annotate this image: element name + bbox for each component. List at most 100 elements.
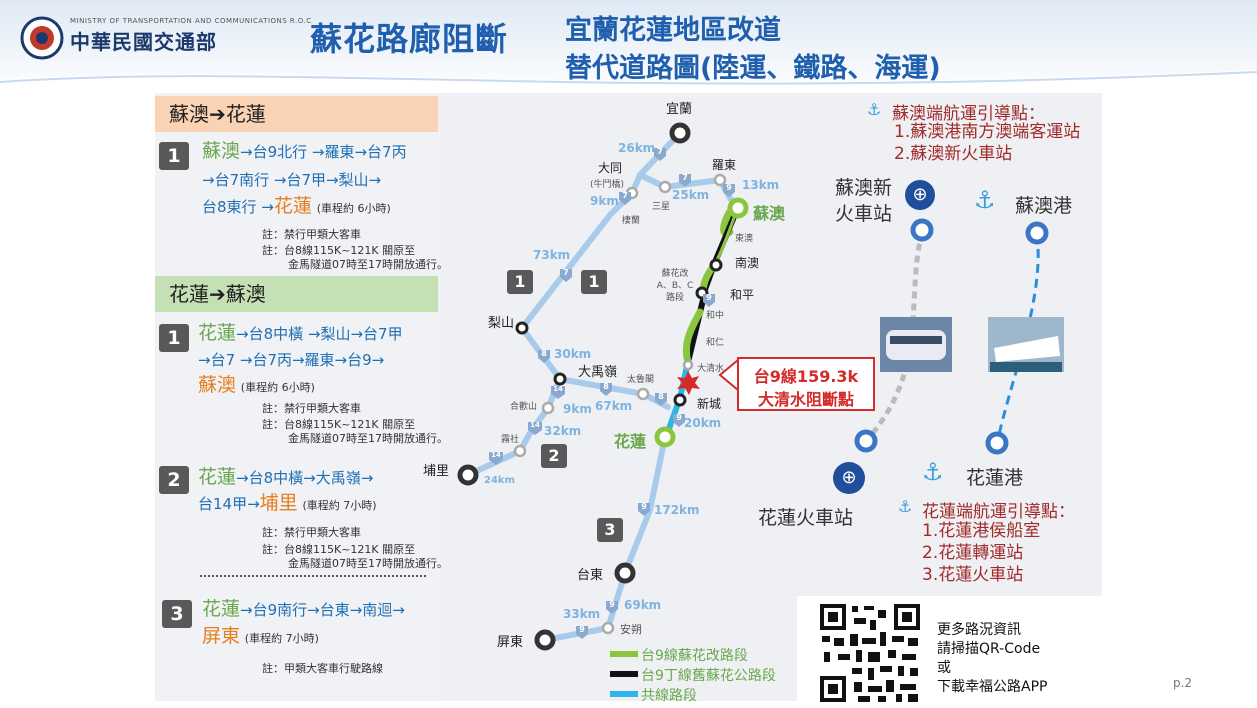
suao-nav-title: 蘇澳端航運引導點：	[892, 104, 1045, 124]
station-datong: 大同	[598, 161, 623, 175]
route-number-badge: 3	[162, 600, 192, 628]
station-heping: 和平	[730, 288, 755, 302]
route-shield-9: 9	[706, 293, 712, 302]
route-shield-7: 7	[682, 173, 688, 182]
route-b1-line2: →台7 →台7丙→羅東→台9→	[198, 351, 385, 369]
hualien-nav-item-1: 1.花蓮港侯船室	[922, 521, 1041, 541]
qr-line3: 或	[937, 660, 951, 676]
station-luodong: 羅東	[712, 158, 737, 172]
route-shield-9: 9	[579, 625, 585, 634]
map-route-label-1: 1	[588, 272, 600, 291]
route-b3-note1: 註：甲類大客車行駛路線	[262, 662, 383, 675]
hualien-station: 花蓮火車站	[758, 507, 854, 529]
station-wushe: 霧社	[501, 435, 520, 445]
hualien-nav-item-2: 2.花蓮轉運站	[922, 543, 1024, 563]
section-header-suao-to-hualien: 蘇澳➔花蓮	[155, 96, 438, 132]
station-hualien: 花蓮	[614, 432, 647, 451]
station-dayuling: 大禹嶺	[578, 365, 618, 380]
distance-label: 13km	[742, 178, 780, 192]
distance-label: 9km	[590, 194, 619, 208]
distance-label: 26km	[618, 141, 656, 155]
map-route-label-3: 3	[604, 520, 616, 539]
route-map	[457, 122, 1064, 697]
route-b3-line1: 花蓮→台9南行→台東→南迴→	[202, 598, 405, 620]
legend-shared-segment: 共線路段	[641, 688, 697, 704]
station-datong-sub: (牛鬥橋)	[590, 180, 625, 190]
railway-logo-icon: ⊕	[905, 180, 935, 210]
map-route-label-1: 1	[514, 272, 526, 291]
route-shield-8: 8	[541, 349, 547, 358]
route-shield-14: 14	[553, 385, 563, 393]
route-shield-7: 7	[657, 147, 663, 156]
route-shield-8: 8	[603, 382, 609, 391]
route-a-note2: 註：台8線115K~121K 關原至	[262, 244, 416, 257]
route-origin: 蘇澳	[202, 140, 241, 162]
page-subtitle-line2: 替代道路圖(陸運、鐵路、海運)	[565, 53, 941, 84]
header-wave-decoration	[0, 70, 1257, 100]
anchor-icon: ⚓	[867, 100, 882, 119]
route-shield-9: 9	[641, 502, 647, 511]
route-a-note3: 金馬隧道07時至17時開放通行。	[288, 258, 448, 271]
route-shield-14: 14	[491, 451, 501, 459]
ministry-logo-icon	[20, 16, 64, 60]
ministry-chinese-name: 中華民國交通部	[70, 30, 217, 54]
suao-nav-item-2: 2.蘇澳新火車站	[894, 144, 1013, 164]
anchor-icon: ⚓	[898, 497, 913, 516]
route-b1-note2: 註：台8線115K~121K 關原至	[262, 418, 416, 431]
route-b2-note3: 金馬隧道07時至17時開放通行。	[288, 557, 448, 570]
station-hezhong: 和中	[706, 311, 725, 321]
distance-label: 32km	[544, 424, 582, 438]
legend-old-suhua: 台9丁線舊蘇花公路段	[641, 668, 776, 684]
distance-label: 30km	[554, 347, 592, 361]
route-shield-7: 7	[563, 268, 569, 277]
distance-label: 172km	[654, 503, 700, 517]
route-shield-14: 14	[530, 421, 540, 429]
station-daqingshui: 大清水	[697, 364, 725, 374]
hualien-port: 花蓮港	[966, 467, 1024, 489]
anchor-icon: ⚓	[974, 186, 996, 214]
station-hehuan: 合歡山	[510, 402, 538, 412]
route-number-badge: 1	[159, 142, 189, 170]
suao-new-station-line1: 蘇澳新	[835, 177, 893, 199]
route-shield-9: 9	[676, 413, 682, 422]
station-dongao: 東澳	[735, 234, 754, 244]
route-a-line3: 台8東行 →花蓮 (車程約 6小時)	[202, 195, 391, 217]
station-pingtung: 屏東	[497, 635, 524, 650]
distance-label: 20km	[684, 416, 722, 430]
qr-line2: 請掃描QR-Code	[937, 641, 1041, 657]
station-taitung: 台東	[577, 568, 604, 583]
legend-suhua-improved: 台9線蘇花改路段	[641, 648, 748, 664]
distance-label: 73km	[533, 248, 571, 262]
railway-logo-icon: ⊕	[833, 462, 865, 494]
page-subtitle-line1: 宜蘭花蓮地區改道	[565, 15, 781, 46]
route-b1-note3: 金馬隧道07時至17時開放通行。	[288, 432, 448, 445]
route-b1-line1: 花蓮→台8中橫 →梨山→台7甲	[198, 322, 403, 344]
route-destination: 花蓮	[273, 195, 312, 217]
route-shield-7: 7	[622, 191, 628, 200]
suao-port: 蘇澳港	[1015, 195, 1073, 217]
route-shield-8: 8	[658, 392, 664, 401]
distance-label: 24km	[484, 475, 515, 486]
route-a-line1: 蘇澳→台9北行 →羅東→台7丙	[202, 140, 407, 162]
route-shield-9: 9	[609, 600, 615, 609]
page-title: 蘇花路廊阻斷	[310, 20, 509, 58]
distance-label: 9km	[563, 402, 592, 416]
route-b1-line3: 蘇澳 (車程約 6小時)	[198, 374, 315, 396]
station-sanxing: 三星	[652, 202, 671, 212]
qr-code-icon[interactable]	[818, 602, 922, 704]
station-yilan: 宜蘭	[666, 102, 693, 117]
block-point-name: 大清水阻斷點	[757, 390, 854, 409]
station-lishan: 梨山	[488, 316, 515, 331]
route-b2-note1: 註：禁行甲類大客車	[262, 526, 361, 539]
route-b2-line1: 花蓮→台8中橫→大禹嶺→	[198, 466, 374, 488]
route-b3-line2: 屏東 (車程約 7小時)	[202, 625, 319, 647]
route-b2-note2: 註：台8線115K~121K 關原至	[262, 543, 416, 556]
hualien-nav-item-3: 3.花蓮火車站	[922, 565, 1024, 585]
station-suao: 蘇澳	[753, 204, 786, 223]
station-heren: 和仁	[706, 338, 725, 348]
section-header-hualien-to-suao: 花蓮➔蘇澳	[155, 276, 438, 312]
map-route-label-2: 2	[548, 446, 560, 465]
distance-label: 69km	[624, 598, 662, 612]
suhua-segment-label: 蘇花改 A、B、C 路段	[656, 269, 694, 303]
divider	[200, 575, 426, 577]
